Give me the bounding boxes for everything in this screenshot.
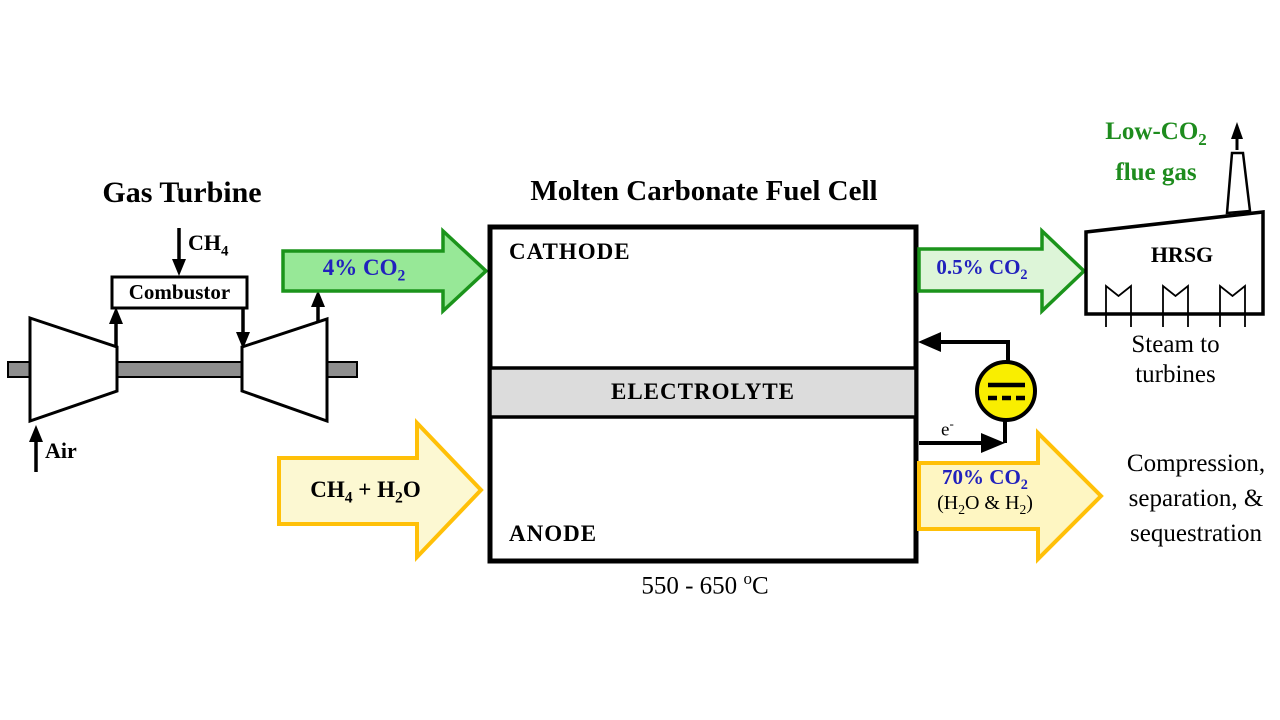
co2-4-stream-label: 4% CO2 <box>322 255 406 285</box>
air-inlet-label: Air <box>45 438 77 463</box>
sequestration-label: Compression, separation, & sequestration <box>1107 446 1280 551</box>
fuel-feed-block-arrow <box>277 418 484 562</box>
electron-return-wire <box>918 332 1010 364</box>
hrsg-label: HRSG <box>1150 242 1214 267</box>
sequestration-line1: Compression, <box>1126 450 1266 477</box>
flue-gas-line1: Low-CO2 <box>1105 118 1207 149</box>
co2-4-block-arrow <box>281 226 489 316</box>
air-inlet-arrow <box>29 425 43 472</box>
chimney-outlet-arrow <box>1231 122 1243 150</box>
anode-exhaust-note-label: (H2O & H2) <box>937 492 1033 517</box>
turbine-exhaust-arrow <box>311 290 325 322</box>
co2-05-block-arrow <box>917 226 1087 316</box>
fuel-cell-title: Molten Carbonate Fuel Cell <box>530 175 878 207</box>
hrsg-chimney <box>1225 151 1252 215</box>
co2-70-stream-label: 70% CO2 <box>942 465 1028 494</box>
compressor-shape <box>28 315 119 424</box>
combustor-box <box>110 275 249 310</box>
combustor-to-turbine-arrow <box>236 309 250 349</box>
steam-line2: turbines <box>1135 361 1216 388</box>
electron-outflow-wire <box>919 420 1007 453</box>
hrsg-tube-banks <box>1105 284 1246 327</box>
temperature-label: 550 - 650 oC <box>641 569 769 600</box>
ch4-inlet-label: CH4 <box>188 230 229 260</box>
co2-70-block-arrow <box>917 428 1104 564</box>
sequestration-line2: separation, & <box>1128 485 1264 512</box>
co2-05-stream-label: 0.5% CO2 <box>936 255 1028 284</box>
electrolyte-label: ELECTROLYTE <box>611 379 795 404</box>
combustor-label: Combustor <box>128 280 231 304</box>
compressor-to-combustor-arrow <box>109 307 123 347</box>
anode-label: ANODE <box>509 521 598 546</box>
turbine-shape <box>240 316 329 424</box>
cathode-label: CATHODE <box>509 239 631 264</box>
dc-power-symbol <box>975 360 1037 422</box>
electrolyte-band <box>488 366 918 419</box>
steam-line1: Steam to <box>1131 331 1220 358</box>
sequestration-line3: sequestration <box>1130 520 1262 547</box>
flue-gas-label: Low-CO2 flue gas <box>1082 115 1230 189</box>
flue-gas-line2: flue gas <box>1115 159 1197 186</box>
ch4-inlet-arrow <box>172 228 186 276</box>
fuel-feed-label: CH4 + H2O <box>310 477 421 507</box>
gas-turbine-title: Gas Turbine <box>102 176 262 209</box>
steam-to-turbines-label: Steam to turbines <box>1103 330 1248 390</box>
electron-flow-label: e- <box>941 416 954 441</box>
